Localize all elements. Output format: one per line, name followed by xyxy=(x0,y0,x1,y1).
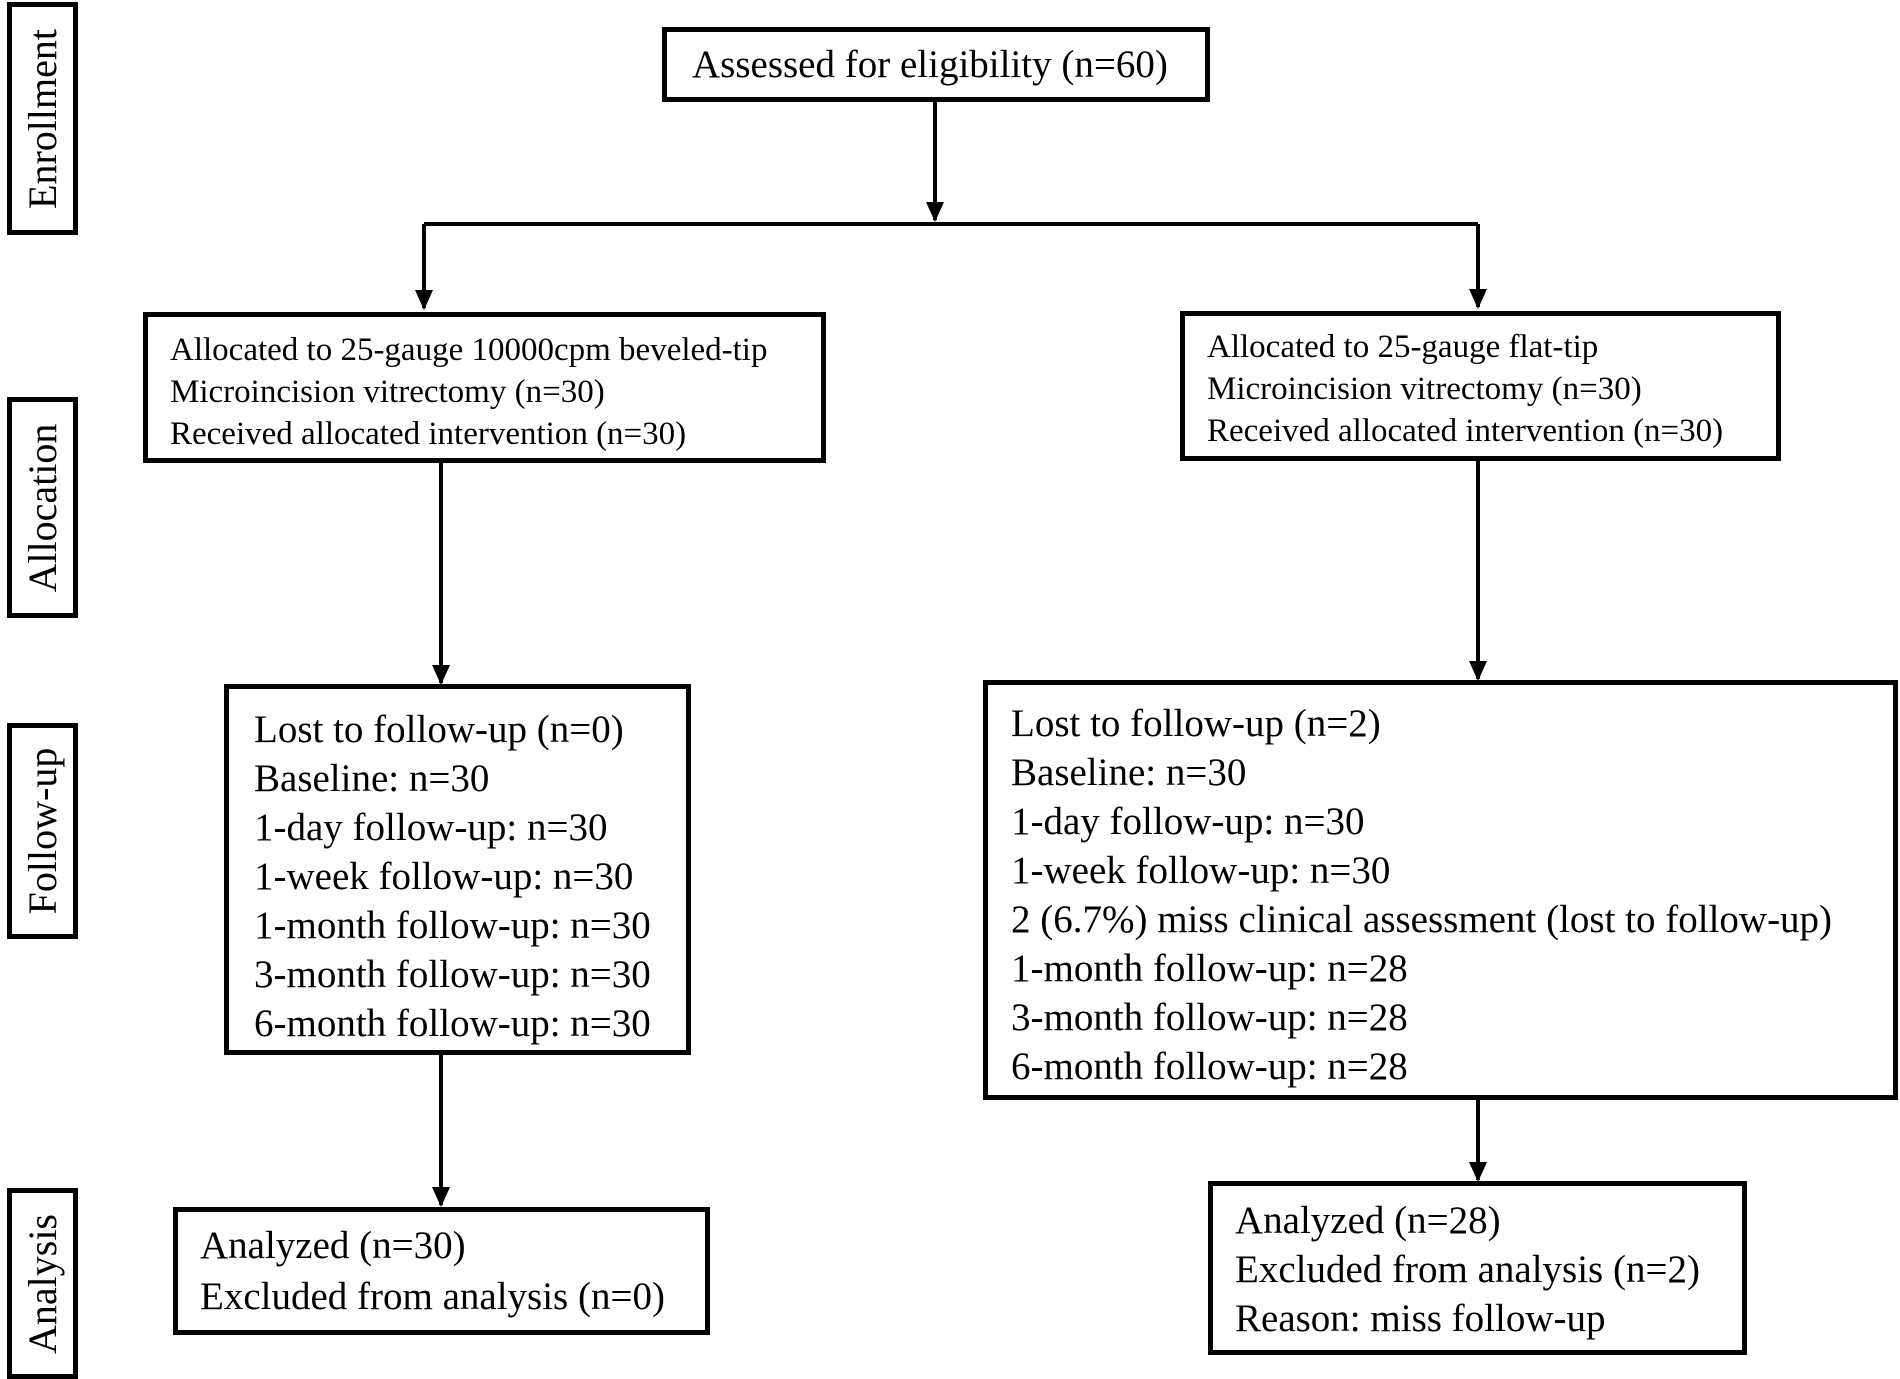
left-analysis-line: Excluded from analysis (n=0) xyxy=(200,1275,665,1318)
right-analysis-line: Reason: miss follow-up xyxy=(1235,1297,1606,1340)
right-analysis-line: Excluded from analysis (n=2) xyxy=(1235,1248,1700,1291)
right-allocation-box: Allocated to 25-gauge flat-tip Microinci… xyxy=(1180,311,1781,461)
enrollment-box-text: Assessed for eligibility (n=60) xyxy=(692,43,1168,86)
left-analysis-box: Analyzed (n=30) Excluded from analysis (… xyxy=(173,1207,710,1335)
left-analysis-line: Analyzed (n=30) xyxy=(200,1224,466,1267)
stage-allocation-label: Allocation xyxy=(19,423,65,592)
right-follow-up-box: Lost to follow-up (n=2) Baseline: n=30 1… xyxy=(983,680,1898,1100)
stage-enrollment: Enrollment xyxy=(7,2,78,235)
stage-analysis: Analysis xyxy=(7,1188,78,1379)
right-allocation-line: Microincision vitrectomy (n=30) xyxy=(1207,371,1642,407)
right-follow-up-line: 1-day follow-up: n=30 xyxy=(1011,800,1365,843)
left-allocation-line: Allocated to 25-gauge 10000cpm beveled-t… xyxy=(170,332,768,368)
stage-allocation: Allocation xyxy=(7,397,78,618)
stage-follow-up: Follow-up xyxy=(7,723,78,939)
stage-analysis-label: Analysis xyxy=(19,1213,65,1354)
stage-enrollment-label: Enrollment xyxy=(19,28,65,209)
left-follow-up-line: 1-week follow-up: n=30 xyxy=(254,855,634,898)
left-allocation-box: Allocated to 25-gauge 10000cpm beveled-t… xyxy=(143,312,826,463)
right-follow-up-line: 1-month follow-up: n=28 xyxy=(1011,947,1408,990)
left-follow-up-box: Lost to follow-up (n=0) Baseline: n=30 1… xyxy=(224,684,691,1055)
right-allocation-line: Allocated to 25-gauge flat-tip xyxy=(1207,329,1599,365)
right-allocation-line: Received allocated intervention (n=30) xyxy=(1207,413,1724,449)
left-allocation-line: Received allocated intervention (n=30) xyxy=(170,416,687,452)
stage-follow-up-label: Follow-up xyxy=(19,747,65,915)
right-follow-up-line: Baseline: n=30 xyxy=(1011,751,1247,794)
left-follow-up-line: 1-month follow-up: n=30 xyxy=(254,904,651,947)
left-follow-up-line: 1-day follow-up: n=30 xyxy=(254,806,608,849)
right-follow-up-line: 1-week follow-up: n=30 xyxy=(1011,849,1391,892)
enrollment-box: Assessed for eligibility (n=60) xyxy=(662,27,1210,102)
right-follow-up-line: 3-month follow-up: n=28 xyxy=(1011,996,1408,1039)
left-follow-up-line: Lost to follow-up (n=0) xyxy=(254,708,624,751)
right-follow-up-line: 2 (6.7%) miss clinical assessment (lost … xyxy=(1011,898,1833,941)
left-follow-up-line: 3-month follow-up: n=30 xyxy=(254,953,651,996)
right-analysis-line: Analyzed (n=28) xyxy=(1235,1199,1501,1242)
left-follow-up-line: 6-month follow-up: n=30 xyxy=(254,1002,651,1045)
right-follow-up-line: Lost to follow-up (n=2) xyxy=(1011,702,1381,745)
right-follow-up-line: 6-month follow-up: n=28 xyxy=(1011,1045,1408,1088)
left-allocation-line: Microincision vitrectomy (n=30) xyxy=(170,374,605,410)
left-follow-up-line: Baseline: n=30 xyxy=(254,757,490,800)
right-analysis-box: Analyzed (n=28) Excluded from analysis (… xyxy=(1208,1181,1747,1355)
